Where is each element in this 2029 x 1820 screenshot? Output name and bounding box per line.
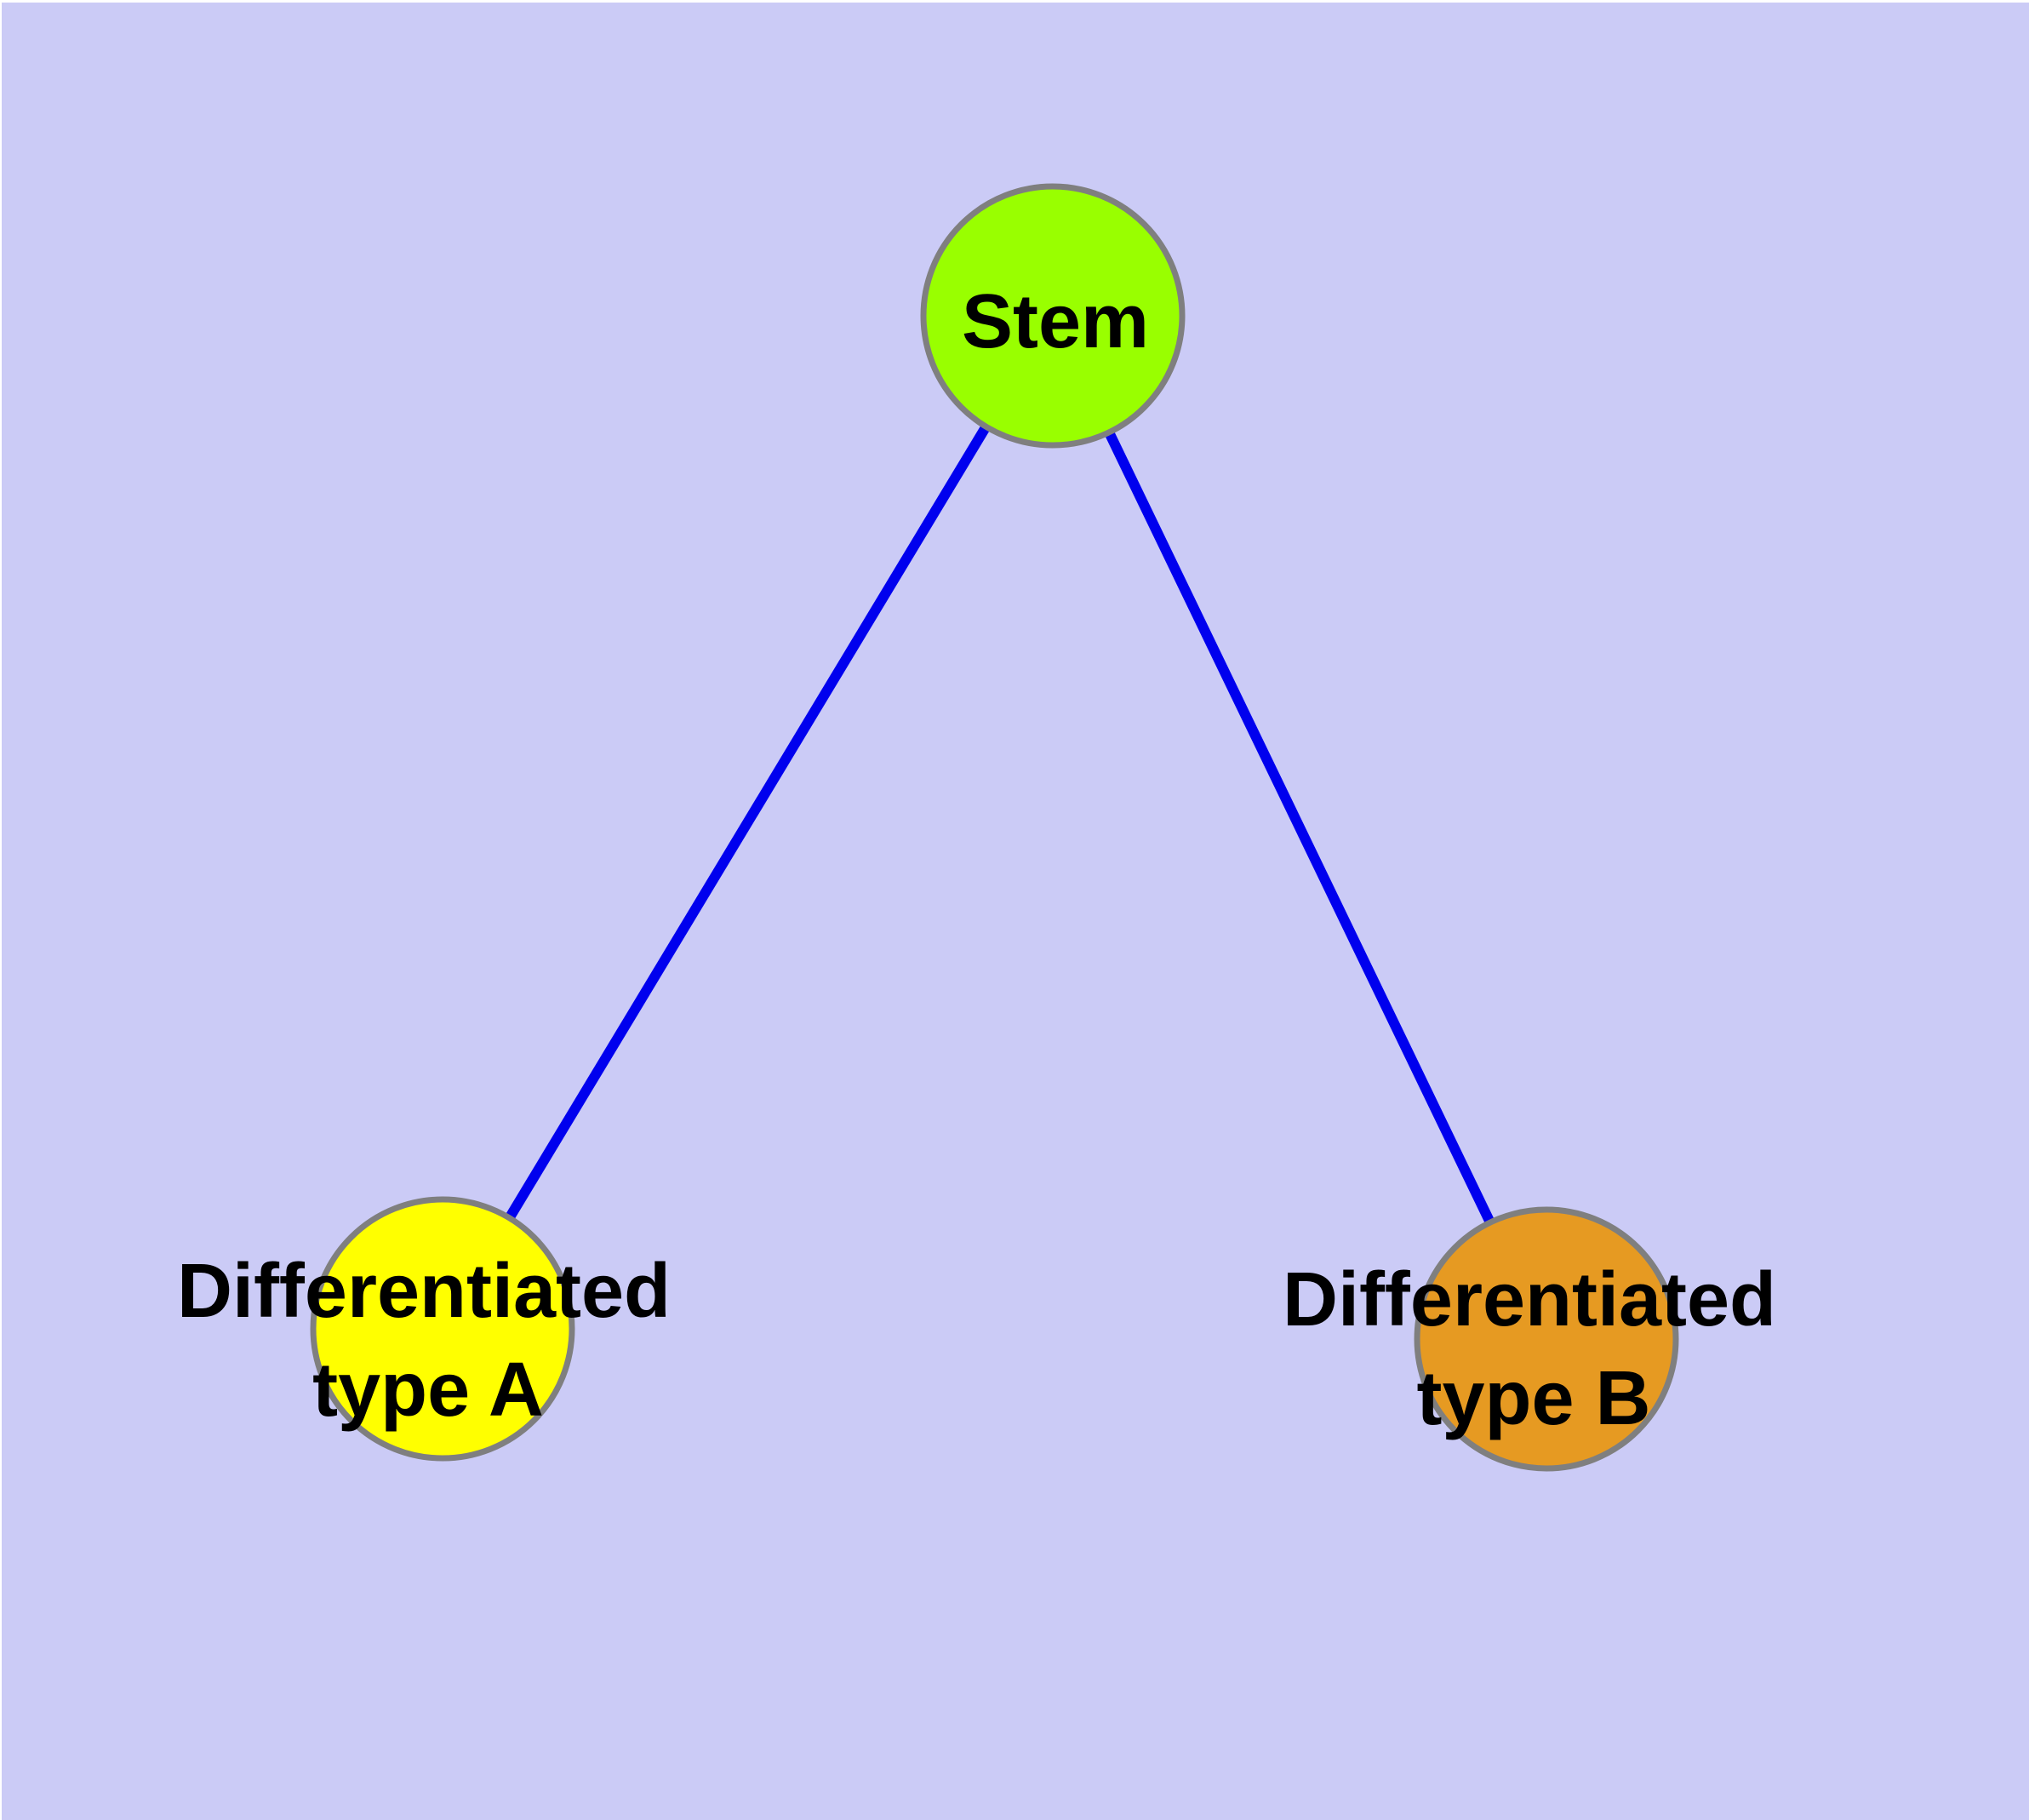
edge-stem-to-type-b [1048,313,1552,1342]
node-stem [920,183,1186,449]
node-type-b-label-line-2: type B [1416,1356,1650,1441]
node-type-a-label-line-2: type A [312,1348,544,1433]
edge-stem-to-type-a [437,312,1058,1332]
node-stem-label: Stem [962,279,1149,364]
node-differentiated-type-b [1414,1206,1679,1472]
node-differentiated-type-a [310,1196,575,1462]
node-type-b-label-line-1: Differentiated [1283,1257,1776,1342]
node-type-a-label-line-1: Differentiated [177,1249,671,1334]
